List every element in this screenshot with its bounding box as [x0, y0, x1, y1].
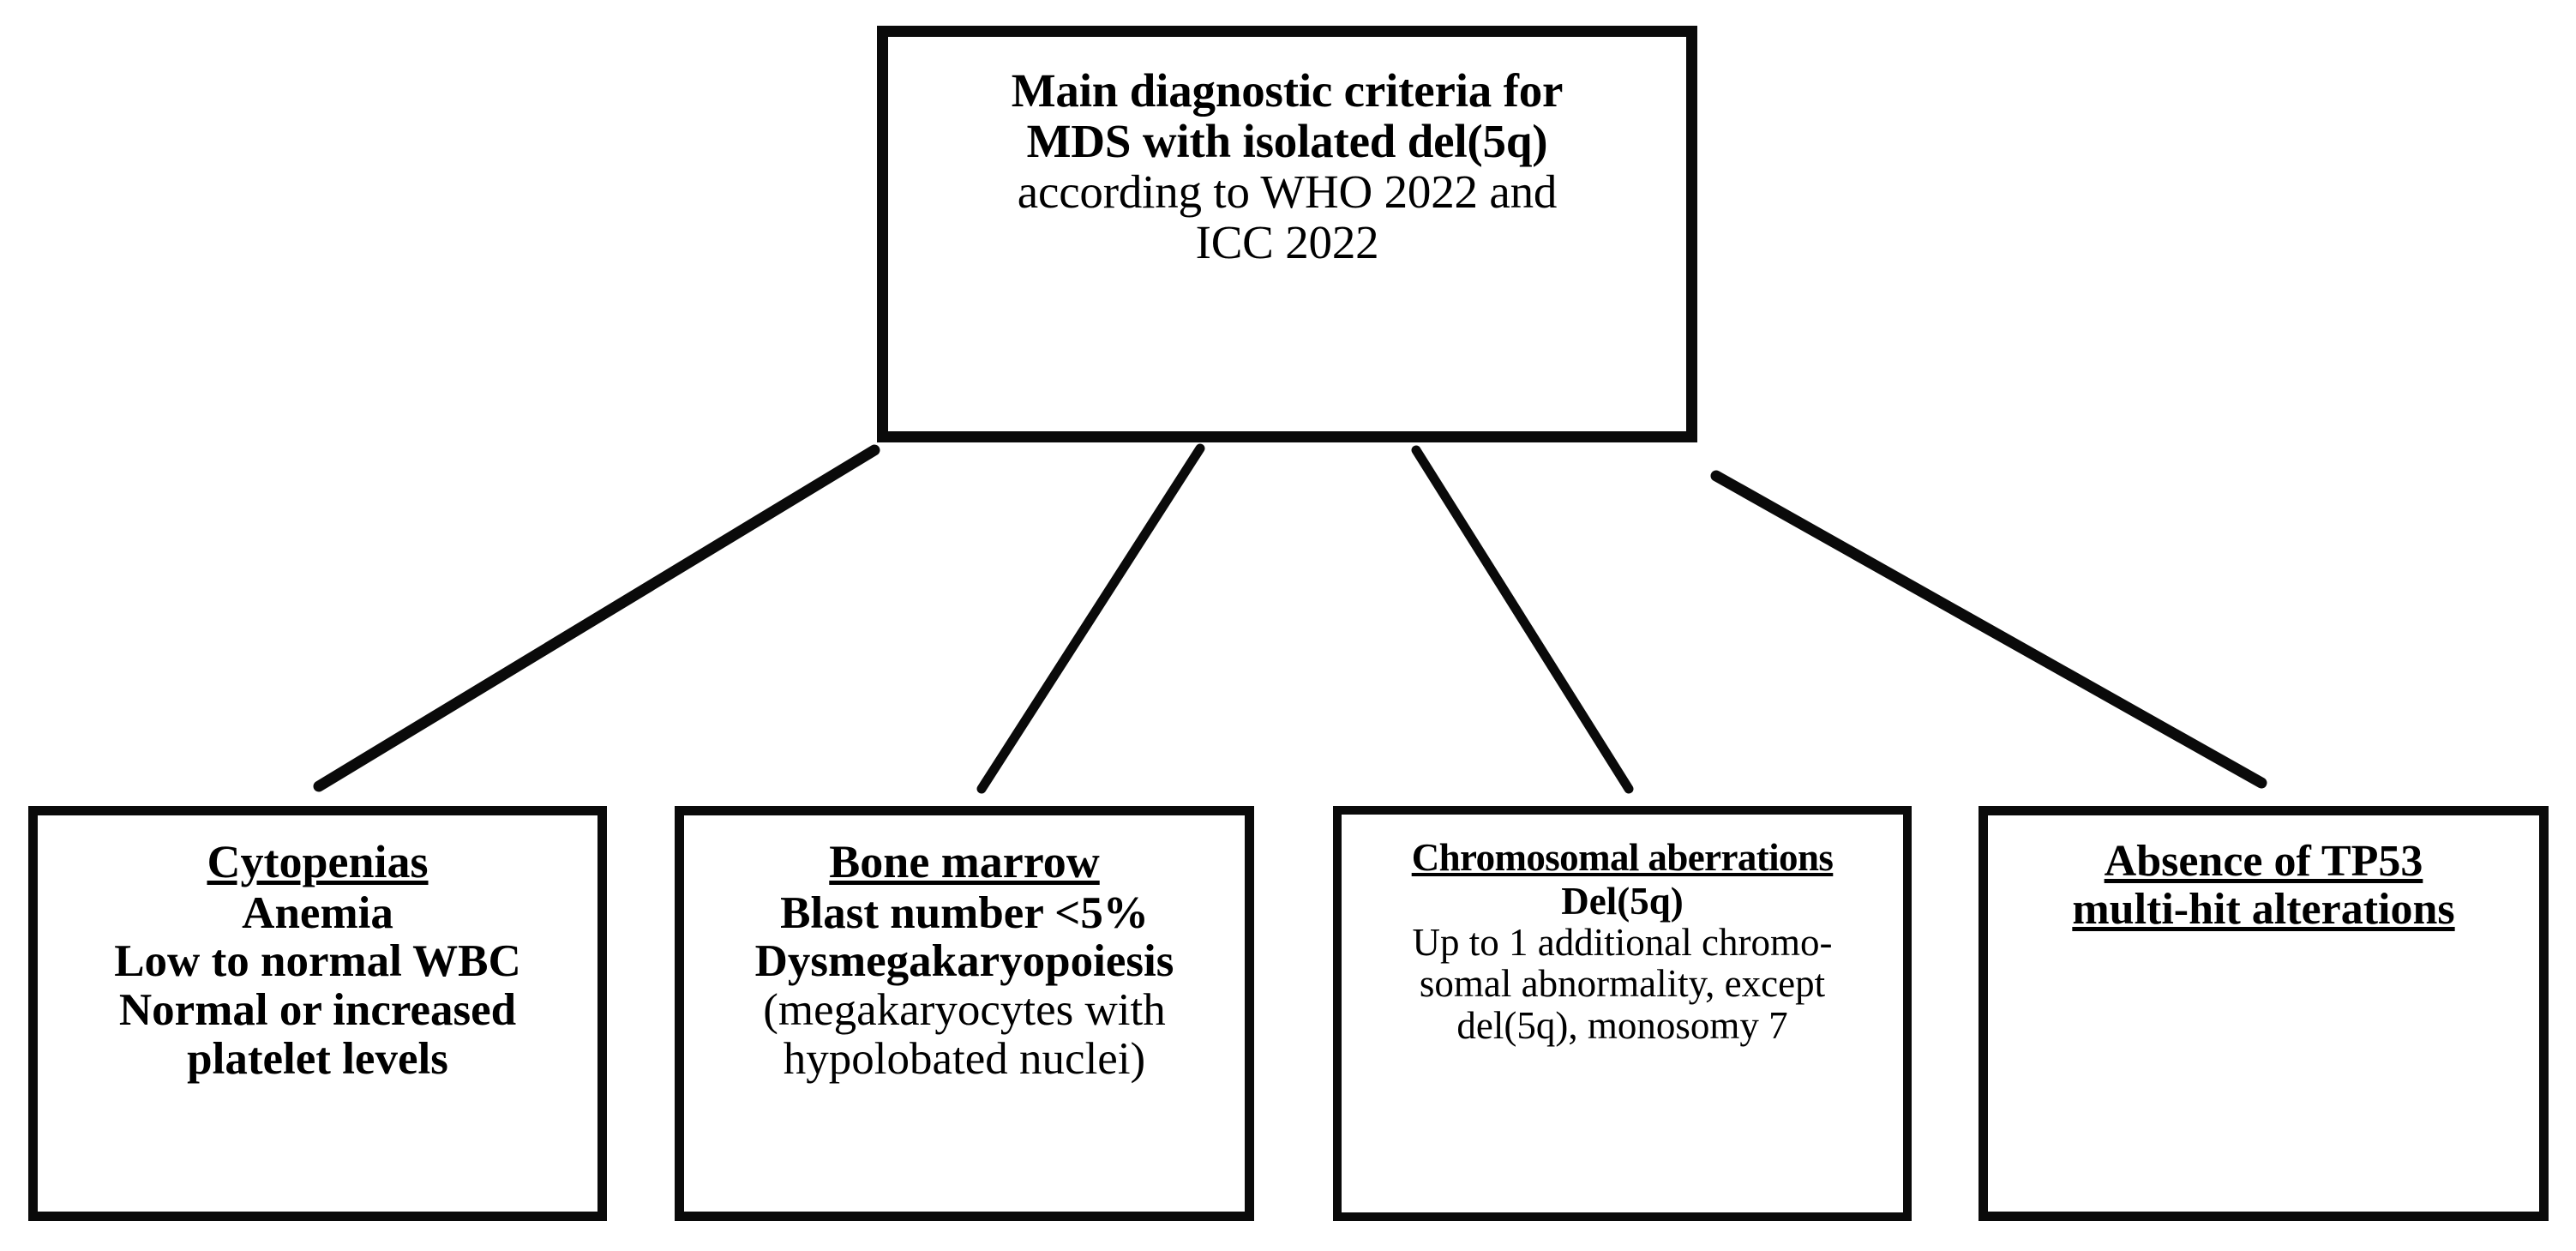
- bone-marrow-line-4: hypolobated nuclei): [783, 1033, 1146, 1084]
- cytopenias-line-2: Low to normal WBC: [114, 936, 521, 987]
- chromosomal-aberrations-line-1: Del(5q): [1561, 880, 1684, 923]
- connector-root-to-bone-marrow: [976, 443, 1205, 794]
- node-cytopenias[interactable]: Cytopenias Anemia Low to normal WBC Norm…: [28, 806, 607, 1221]
- bone-marrow-line-2: Dysmegakaryopoiesis: [754, 936, 1174, 987]
- absence-tp53-heading-line-1: Absence of TP53: [2104, 837, 2423, 886]
- node-chromosomal-aberrations[interactable]: Chromosomal aberrations Del(5q) Up to 1 …: [1333, 806, 1912, 1221]
- root-line-2: MDS with isolated del(5q): [1026, 114, 1548, 167]
- connector-root-to-chromosomal-aberrations: [1411, 445, 1634, 794]
- cytopenias-line-4: platelet levels: [187, 1033, 448, 1084]
- root-line-1: Main diagnostic criteria for: [1011, 64, 1564, 117]
- node-absence-tp53[interactable]: Absence of TP53 multi-hit alterations: [1979, 806, 2549, 1221]
- root-line-4: ICC 2022: [1195, 215, 1379, 268]
- cytopenias-heading: Cytopenias: [207, 836, 429, 887]
- absence-tp53-heading-line-2: multi-hit alterations: [2072, 884, 2455, 934]
- connector-root-to-cytopenias: [313, 444, 880, 792]
- bone-marrow-line-1: Blast number <5%: [780, 887, 1149, 938]
- chromosomal-aberrations-line-4: del(5q), monosomy 7: [1456, 1003, 1788, 1047]
- connector-root-to-absence-tp53: [1710, 470, 2267, 789]
- chromosomal-aberrations-line-2: Up to 1 additional chromo-: [1412, 921, 1833, 965]
- chromosomal-aberrations-heading: Chromosomal aberrations: [1411, 836, 1834, 879]
- bone-marrow-line-3: (megakaryocytes with: [763, 985, 1166, 1036]
- node-bone-marrow[interactable]: Bone marrow Blast number <5% Dysmegakary…: [675, 806, 1254, 1221]
- chromosomal-aberrations-line-3: somal abnormality, except: [1419, 962, 1826, 1006]
- cytopenias-line-1: Anemia: [242, 887, 393, 938]
- node-root[interactable]: Main diagnostic criteria for MDS with is…: [877, 26, 1697, 442]
- cytopenias-line-3: Normal or increased: [118, 985, 517, 1036]
- root-line-3: according to WHO 2022 and: [1017, 165, 1558, 218]
- bone-marrow-heading: Bone marrow: [829, 836, 1100, 887]
